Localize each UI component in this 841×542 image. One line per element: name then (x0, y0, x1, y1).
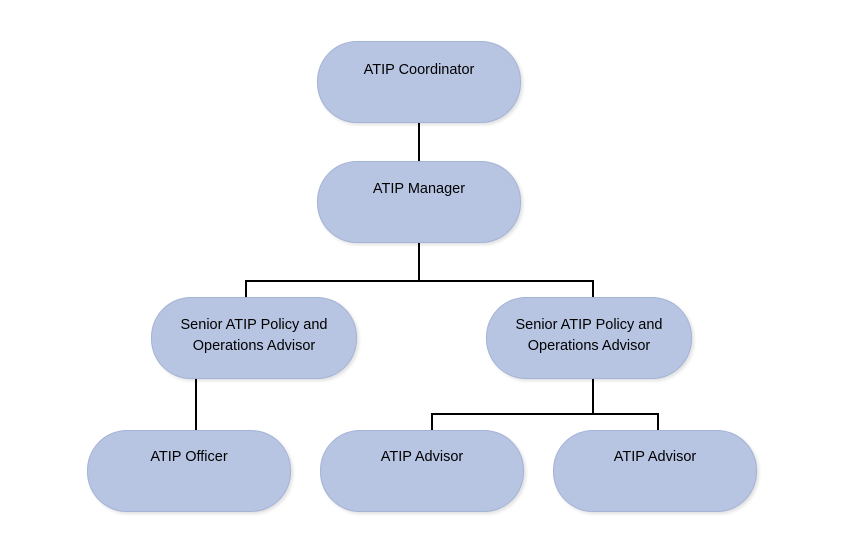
node-atip-manager: ATIP Manager (317, 161, 521, 243)
node-senior-advisor-right: Senior ATIP Policy and Operations Adviso… (486, 297, 692, 379)
node-label: Senior ATIP Policy and Operations Adviso… (180, 317, 328, 354)
node-atip-advisor-right: ATIP Advisor (553, 430, 757, 512)
node-label: ATIP Coordinator (363, 62, 475, 78)
node-senior-advisor-left: Senior ATIP Policy and Operations Adviso… (151, 297, 357, 379)
node-atip-advisor-left: ATIP Advisor (320, 430, 524, 512)
node-label: ATIP Manager (372, 181, 466, 197)
node-atip-officer: ATIP Officer (87, 430, 291, 512)
node-atip-coordinator: ATIP Coordinator (317, 41, 521, 123)
node-label: ATIP Officer (150, 449, 228, 465)
node-label: Senior ATIP Policy and Operations Adviso… (515, 317, 663, 354)
node-label: ATIP Advisor (613, 449, 697, 465)
node-label: ATIP Advisor (380, 449, 464, 465)
